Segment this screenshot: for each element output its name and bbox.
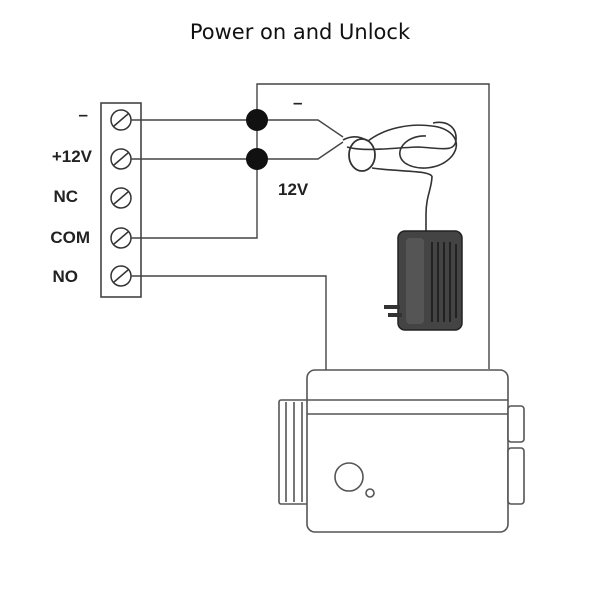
screw-terminal-negative (110, 109, 132, 131)
terminal-block (100, 102, 142, 298)
power-adapter-cable (342, 121, 458, 234)
junction-dot-negative (246, 109, 268, 131)
wire-no (131, 275, 327, 372)
screw-terminal-com (110, 227, 132, 249)
wire-12v (131, 141, 344, 160)
screw-terminal-nc (110, 187, 132, 209)
wire-com (131, 120, 258, 239)
terminal-label-com: COM (50, 228, 90, 247)
junction-dot-12v (246, 148, 268, 170)
electric-lock-icon (278, 369, 525, 533)
wire-negative (131, 119, 344, 138)
terminal-label-12v: +12V (51, 147, 92, 166)
wire-loop-to-lock (256, 83, 490, 369)
terminal-label-nc: NC (53, 187, 78, 206)
screw-terminal-12v (110, 148, 132, 170)
diagram-title: Power on and Unlock (189, 20, 411, 44)
terminal-label-no: NO (52, 267, 79, 286)
screw-terminal-no (110, 265, 132, 287)
power-adapter-icon (384, 230, 463, 331)
wire-label-12v: 12V (278, 180, 309, 199)
terminal-label-negative: – (78, 105, 88, 124)
wire-label-negative: – (293, 93, 303, 112)
